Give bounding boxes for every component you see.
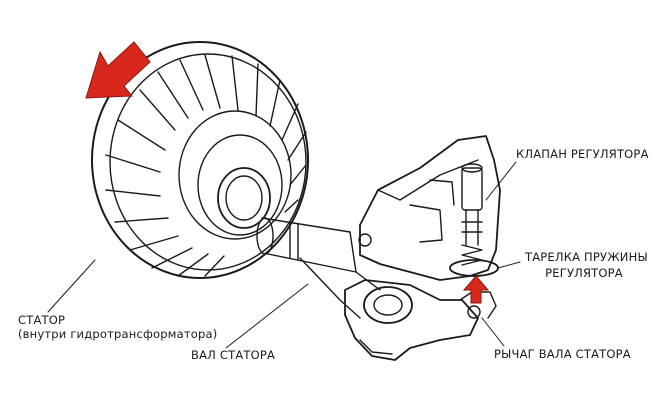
label-stator-line2: (внутри гидротрансформатора) <box>18 327 218 341</box>
red-arrow-icon <box>85 41 151 99</box>
stator-wheel <box>91 41 309 279</box>
leader-lines <box>47 161 521 349</box>
stator-shaft-lever <box>344 279 497 361</box>
red-up-arrow-icon <box>462 275 490 304</box>
label-stator-line1: СТАТОР <box>18 313 66 327</box>
label-spring-seat-line1: ТАРЕЛКА ПРУЖИНЫ <box>525 250 648 264</box>
label-stator-shaft-lever: РЫЧАГ ВАЛА СТАТОРА <box>494 347 631 361</box>
label-spring-seat-line2: РЕГУЛЯТОРА <box>545 266 623 280</box>
stator-shaft <box>256 217 381 319</box>
valve-body <box>358 135 501 281</box>
label-regulator-valve: КЛАПАН РЕГУЛЯТОРА <box>516 147 649 161</box>
label-stator-shaft: ВАЛ СТАТОРА <box>191 348 276 362</box>
